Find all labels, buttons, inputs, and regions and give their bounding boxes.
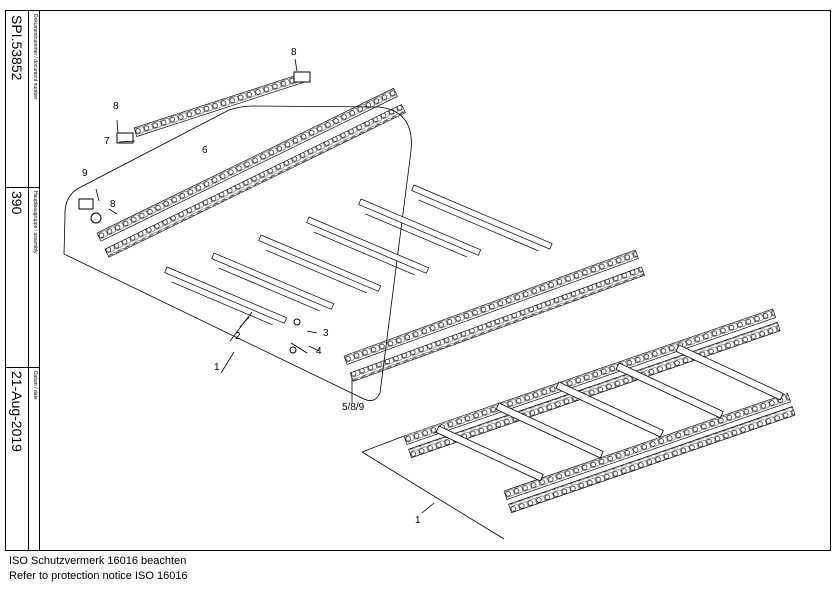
callout-1: 1 [415, 515, 421, 526]
chain-6 [78, 87, 406, 258]
title-block-strip: Dokumentnummer / document number SPI.538… [6, 11, 40, 550]
callout-2: 2 [235, 331, 241, 342]
callout-3: 3 [323, 328, 329, 339]
group-outline [63, 105, 412, 401]
title-block-divider [28, 11, 29, 550]
section-divider [6, 187, 39, 188]
callout-8: 8 [113, 101, 119, 112]
callout-7: 7 [104, 136, 110, 147]
callout-4: 4 [316, 346, 322, 357]
callout-9: 9 [82, 168, 88, 179]
document-number-label: Dokumentnummer / document number [32, 14, 38, 100]
exploded-view-drawing: 8 8 7 6 9 8 2 3 4 1 5/8/9 1 [63, 47, 796, 540]
end-bracket [116, 71, 311, 144]
end-bracket-9 [78, 198, 102, 224]
callout-8: 8 [110, 199, 116, 210]
callout-1: 1 [214, 362, 220, 373]
chain-pair [343, 249, 645, 382]
dimension-brackets [95, 58, 505, 540]
crossbars [164, 184, 553, 326]
drawing-frame: Dokumentnummer / document number SPI.538… [5, 10, 831, 551]
assembly-label: Hauptbaugruppe / assembly [32, 191, 38, 254]
callout-6: 6 [202, 145, 208, 156]
assembly-number: 390 [9, 191, 25, 215]
document-number: SPI.53852 [9, 15, 25, 81]
screw-parts [289, 318, 308, 354]
date-value: 21-Aug-2019 [9, 371, 25, 452]
chain-segment-7 [133, 71, 309, 137]
protection-notice-en: Refer to protection notice ISO 16016 [9, 570, 188, 582]
protection-notice-de: ISO Schutzvermerk 16016 beachten [9, 555, 187, 567]
section-divider [6, 367, 39, 368]
date-label: Datum / date [32, 371, 38, 400]
callout-5-8-9: 5/8/9 [342, 402, 365, 413]
assembled-carrier [403, 308, 796, 514]
callout-8: 8 [291, 47, 297, 58]
